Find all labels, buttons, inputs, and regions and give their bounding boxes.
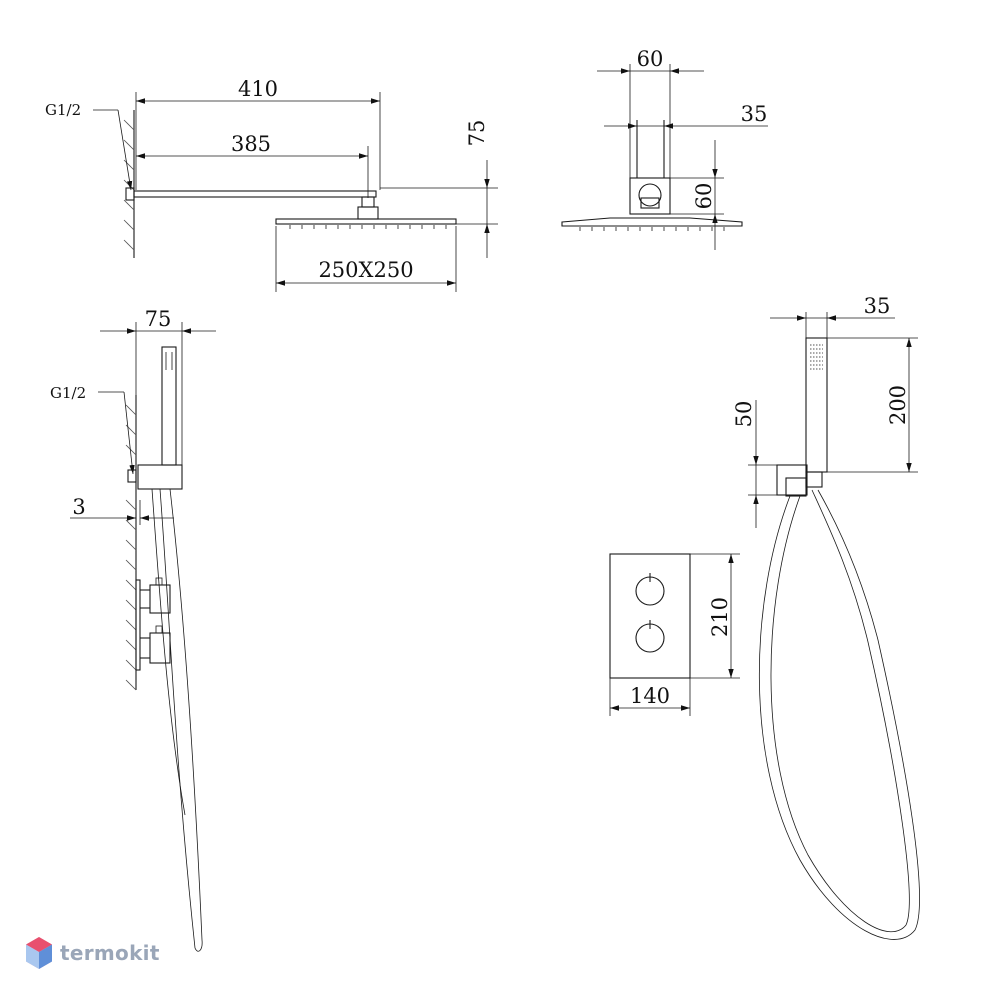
nozzle-row: [289, 225, 447, 229]
dim-label-140: 140: [630, 684, 670, 708]
dim-label-250x250: 250X250: [318, 258, 413, 282]
thread-label-mid: G1/2: [50, 384, 86, 402]
wall-hatch-mid: [125, 404, 137, 691]
dim-label-75-top: 75: [465, 120, 489, 147]
thread-label-top: G1/2: [45, 101, 81, 119]
dim-label-3: 3: [72, 495, 85, 519]
watermark: termokit: [24, 936, 160, 970]
hand-shower-front-view: 35 200 50: [732, 294, 920, 940]
dim-label-35-top: 35: [741, 102, 768, 126]
dim-label-35-right: 35: [864, 294, 891, 318]
handset-spray-dots: [810, 344, 823, 370]
hand-shower-side-view: G1/2 75 3: [50, 307, 216, 952]
dim-label-210: 210: [708, 597, 732, 637]
dim-label-410: 410: [238, 77, 278, 101]
nozzle-row-front: [579, 227, 725, 231]
dim-label-60-side: 60: [692, 183, 716, 210]
wall-hatch: [123, 119, 135, 251]
hexagon-logo-icon: [26, 937, 52, 969]
watermark-text: termokit: [60, 941, 160, 965]
thermostat-plate-view: 210 140: [609, 553, 740, 716]
overhead-shower-side-view: G1/2 410: [45, 77, 498, 292]
overhead-shower-front-view: 60 35 60: [561, 47, 768, 250]
dim-label-385: 385: [231, 132, 271, 156]
dim-label-60-top: 60: [637, 47, 664, 71]
dim-label-200: 200: [886, 385, 910, 425]
dim-label-50: 50: [732, 401, 756, 428]
dim-label-75-mid: 75: [145, 307, 172, 331]
